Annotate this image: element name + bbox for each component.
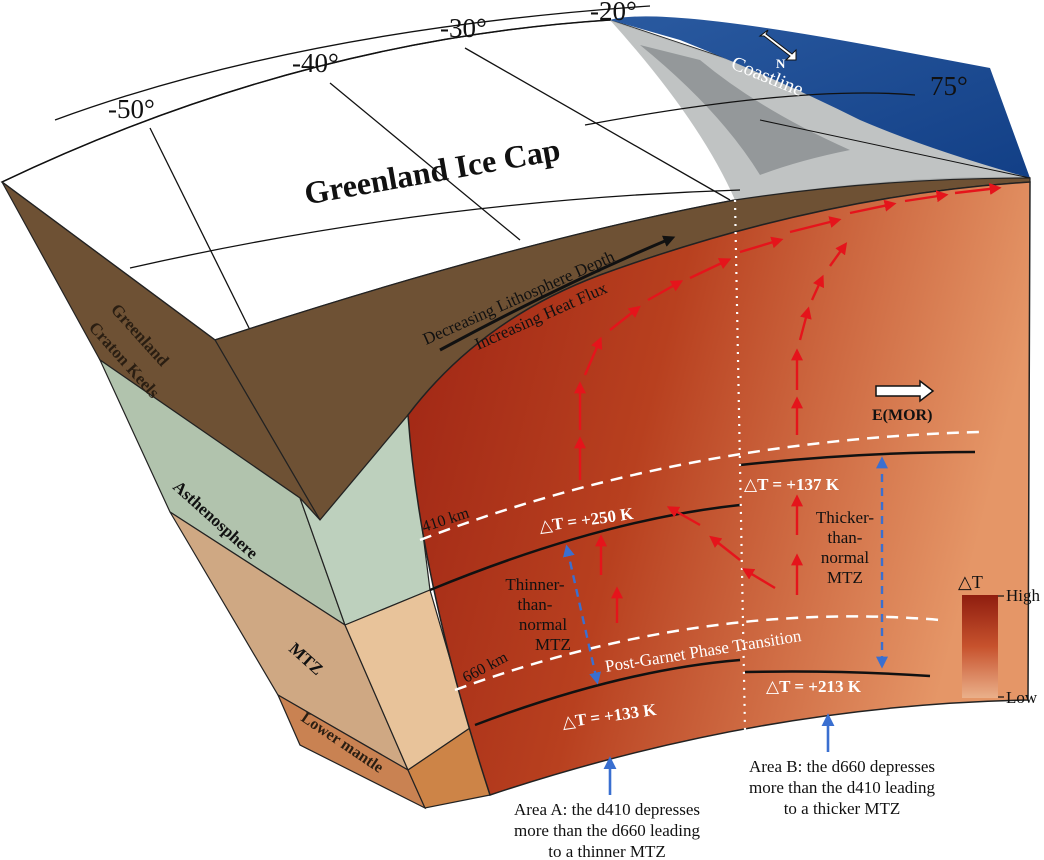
mtz-a-line: MTZ	[535, 635, 571, 654]
area-pointer-arrows	[603, 713, 835, 795]
north-label: N	[776, 56, 786, 71]
heat-flow-arrows	[574, 183, 1002, 623]
mtz-b-line: MTZ	[827, 568, 863, 587]
longitude-label: 75°	[930, 71, 968, 101]
area-a-caption: Area A: the d410 depresses more than the…	[514, 800, 701, 860]
mtz-a-label: Thinner- than- normal MTZ	[505, 575, 571, 654]
area-a-line: more than the d660 leading	[514, 821, 701, 840]
coastal-shading	[640, 45, 850, 175]
mtz-b-label: Thicker- than- normal MTZ	[816, 508, 875, 587]
longitude-label: -20°	[590, 0, 637, 26]
ocean-surface	[610, 16, 1030, 178]
mtz-a-line: Thinner-	[505, 575, 564, 594]
delta-t-b-410: △T = +137 K	[744, 475, 840, 494]
lithosphere-trend-arrow	[439, 235, 676, 352]
legend-high: High	[1006, 586, 1041, 605]
area-a-line: to a thinner MTZ	[548, 842, 666, 860]
mtz-b-line: Thicker-	[816, 508, 875, 527]
mor-label: E(MOR)	[872, 407, 932, 424]
area-b-caption: Area B: the d660 depresses more than the…	[749, 757, 936, 818]
mtz-a-line: than-	[518, 595, 553, 614]
area-b-line: to a thicker MTZ	[784, 799, 901, 818]
area-b-line: more than the d410 leading	[749, 778, 936, 797]
legend-low: Low	[1006, 688, 1038, 707]
north-arrow-icon	[758, 29, 797, 61]
legend-title: △T	[958, 572, 983, 592]
mtz-thickness-arrows	[562, 456, 888, 685]
area-a-line: Area A: the d410 depresses	[514, 800, 700, 819]
longitude-label: -50°	[108, 94, 155, 124]
mtz-a-line: normal	[519, 615, 567, 634]
mtz-b-line: normal	[821, 548, 869, 567]
mtz-b-line: than-	[828, 528, 863, 547]
longitude-label: -40°	[292, 48, 339, 78]
graticule	[1, 5, 1031, 331]
discontinuities	[419, 199, 981, 731]
legend-color-bar	[962, 595, 998, 698]
longitude-label: -30°	[440, 13, 487, 43]
legend: △T High Low	[958, 572, 1041, 707]
area-b-line: Area B: the d660 depresses	[749, 757, 935, 776]
delta-t-b-660: △T = +213 K	[766, 677, 862, 696]
mor-direction-arrow	[875, 379, 935, 403]
